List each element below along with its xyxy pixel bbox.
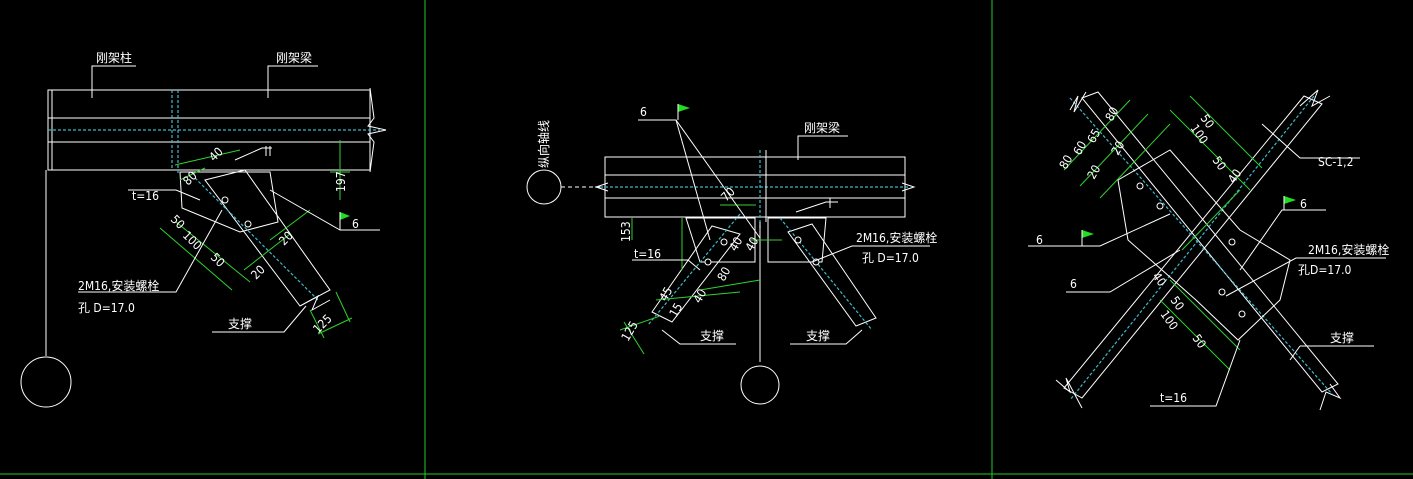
axis-bubble-bottom [740,365,780,405]
plate-thickness-label: t=16 [1160,391,1187,405]
svg-text:50: 50 [1198,112,1217,131]
brace-label: 支撑 [1330,330,1354,345]
plate-thickness-label: t=16 [634,247,661,261]
brace-member [204,169,331,307]
axis-label: 纵向轴线 [536,120,551,168]
svg-text:40: 40 [1150,270,1169,289]
weld-left2-label: 6 [1070,277,1077,291]
svg-text:125: 125 [618,319,640,344]
hole-note: 孔 D=17.0 [862,251,919,265]
svg-text:20: 20 [1108,138,1127,157]
bolt-note: 2M16,安装螺栓 [856,230,937,245]
panel-right-detail: 80 60 65 80 20 20 50 100 50 40 40 50 100… [1028,89,1389,411]
svg-text:153: 153 [619,221,633,242]
brace-label-left: 支撑 [700,328,724,343]
svg-text:50: 50 [1190,332,1209,351]
svg-text:40: 40 [726,234,745,253]
axis-bubble [20,356,72,408]
hole-note: 孔 D=17.0 [78,301,135,315]
svg-text:20: 20 [1084,162,1103,181]
weld-right-label: 6 [1300,197,1307,211]
svg-text:80: 80 [1056,152,1075,171]
bolt-note: 2M16,安装螺栓 [1308,242,1389,257]
weld-left-label: 6 [1036,233,1043,247]
weld-size-label: 6 [352,217,359,231]
gusset-left [685,217,756,263]
svg-text:60: 60 [1070,138,1089,157]
svg-text:40: 40 [206,144,226,164]
svg-text:50: 50 [1168,294,1187,313]
svg-text:40: 40 [690,286,709,305]
brace-member-a [1081,91,1339,393]
panel-left-detail: 刚架柱 刚架梁 40 80 197 50 100 50 20 [20,50,387,408]
svg-text:50: 50 [1210,154,1229,173]
svg-text:20: 20 [276,228,296,248]
axis-bubble-left [526,169,562,205]
brace-member-b [1063,95,1323,399]
bolt-note: 2M16,安装螺栓 [78,278,159,293]
svg-text:80: 80 [1102,104,1121,123]
brace-right [787,223,877,327]
brace-label-right: 支撑 [806,328,830,343]
svg-text:40: 40 [1225,166,1244,185]
svg-text:15: 15 [666,301,685,320]
weld-size-label: 6 [640,105,647,119]
panel-middle-detail: 纵向轴线 刚架梁 [526,104,937,405]
connection-plate [1117,149,1291,341]
svg-text:20: 20 [248,262,268,282]
section-label: SC-1,2 [1318,155,1353,169]
svg-text:197: 197 [334,171,348,192]
svg-text:100: 100 [180,228,205,253]
beam-label: 刚架梁 [804,120,840,135]
svg-text:80: 80 [714,264,733,283]
beam-label: 刚架梁 [276,50,312,65]
gusset-plate [179,171,279,233]
svg-text:45: 45 [656,285,675,304]
svg-text:50: 50 [208,250,228,270]
gusset-right [767,217,827,263]
brace-label: 支撑 [228,316,252,331]
svg-text:65: 65 [1084,127,1103,146]
brace-left [651,225,741,323]
hole-note: 孔D=17.0 [1298,263,1352,277]
plate-thickness-label: t=16 [132,189,159,203]
svg-text:40: 40 [742,234,761,253]
svg-text:125: 125 [310,312,334,336]
column-label: 刚架柱 [96,50,132,65]
